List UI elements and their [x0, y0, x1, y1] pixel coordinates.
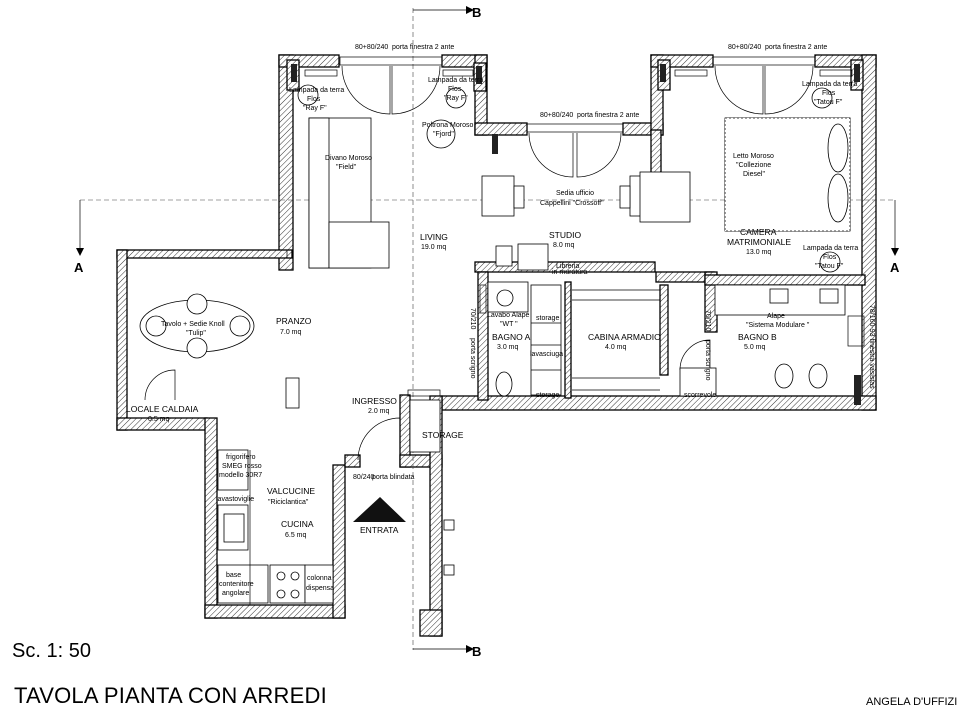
- scrigno-b: porta scrigno: [704, 340, 711, 381]
- storage-small-2: storage: [536, 392, 559, 399]
- lamp1-line2: Flos: [307, 96, 321, 103]
- frigo-line1: frigorifero: [226, 454, 256, 461]
- lavabo-line2: "WT ": [500, 321, 518, 328]
- section-a-left: A: [74, 260, 84, 275]
- cabina-area: 4.0 mq: [605, 344, 627, 351]
- storage-small-1: storage: [536, 315, 559, 322]
- lavastoviglie-label: lavastoviglie: [216, 496, 254, 503]
- lamp3-line3: "Tatou F": [814, 99, 843, 106]
- lamp4-line3: "Tatou F": [815, 263, 844, 270]
- letto-line1: Letto Moroso: [733, 153, 774, 160]
- cucina-name: CUCINA: [281, 519, 314, 529]
- lamp4-line2: Flos: [823, 254, 837, 261]
- ingresso-area: 2.0 mq: [368, 408, 390, 415]
- window-type-studio: porta finestra 2 ante: [577, 112, 639, 119]
- annotations: 80+80/240 porta finestra 2 ante 80+80/24…: [161, 44, 875, 597]
- cucina-area: 6.5 mq: [285, 532, 307, 539]
- alape-line2: "Sistema Modulare ": [746, 322, 810, 329]
- lamp1-line3: "Ray F": [303, 105, 327, 112]
- window-dim-living: 80+80/240: [355, 44, 388, 51]
- window-type-bedroom: porta finestra 2 ante: [765, 44, 827, 51]
- blindata-dim: 80/240: [353, 474, 375, 481]
- entrata-label: ENTRATA: [360, 525, 399, 535]
- room-labels: LIVING 19.0 mq STUDIO 8.0 mq CAMERA MATR…: [126, 227, 791, 539]
- libreria-line1: Libreria: [556, 263, 579, 270]
- poltrona-line1: Poltrona Moroso: [422, 122, 473, 129]
- lamp2-line2: Flos: [448, 86, 462, 93]
- studio-name: STUDIO: [549, 230, 582, 240]
- colonna-line2: dispensa: [306, 585, 334, 592]
- door-dim-a: 70/210: [469, 308, 476, 330]
- ingresso-name: INGRESSO: [352, 396, 397, 406]
- pranzo-name: PRANZO: [276, 316, 312, 326]
- lavasciuga-label: lavasciuga: [530, 351, 563, 358]
- scrigno-a: porta scrigno: [469, 338, 476, 379]
- section-b-bottom: B: [472, 644, 481, 659]
- bagno-a-name: BAGNO A: [492, 332, 531, 342]
- living-name: LIVING: [420, 232, 448, 242]
- letto-line2: "Collezione: [736, 162, 771, 169]
- drawing-title: TAVOLA PIANTA CON ARREDI: [14, 683, 327, 708]
- scorrevole-label: scorrevole: [684, 392, 716, 399]
- lamp1-line1: Lampada da terra: [289, 87, 344, 94]
- valcucine-line2: "Riciclantica": [268, 499, 309, 506]
- caldaia-area: 0.5 mq: [148, 416, 170, 423]
- cabina-name: CABINA ARMADIO: [588, 332, 661, 342]
- door-dim-b: 70/210: [704, 310, 711, 332]
- tavolo-line2: "Tulip": [186, 330, 206, 337]
- lamp2-line3: "Ray F": [444, 95, 468, 102]
- camera-name-1: CAMERA: [740, 227, 777, 237]
- columns: [285, 64, 861, 409]
- lamp2-line1: Lampada da terra: [428, 77, 483, 84]
- lavabo-line1: Lavabo Alape: [487, 312, 530, 319]
- alape-line1: Alape: [767, 313, 785, 320]
- blindata-label: porta blindata: [372, 474, 415, 481]
- base-line1: base: [226, 572, 241, 579]
- tavolo-line1: Tavolo + Sedie Knoll: [161, 321, 225, 328]
- finestra-vasistas: 78/160-93 finestra vasistas: [868, 305, 875, 389]
- sedia-line2: Cappellini "Crossoff": [540, 200, 604, 207]
- letto-line3: Diesel": [743, 171, 765, 178]
- section-lines: [76, 6, 899, 653]
- window-dim-bedroom: 80+80/240: [728, 44, 761, 51]
- lamp3-line1: Lampada da terra: [802, 81, 857, 88]
- divano-line2: "Field": [336, 164, 357, 171]
- sedia-line1: Sedia ufficio: [556, 190, 594, 197]
- author-name: ANGELA D'UFFIZI: [866, 696, 958, 708]
- bagno-a-area: 3.0 mq: [497, 344, 519, 351]
- furniture: [139, 84, 851, 605]
- bagno-b-name: BAGNO B: [738, 332, 777, 342]
- camera-area: 13.0 mq: [746, 249, 771, 256]
- camera-name-2: MATRIMONIALE: [727, 237, 791, 247]
- lamp4-line1: Lampada da terra: [803, 245, 858, 252]
- scale-label: Sc. 1: 50: [12, 640, 91, 662]
- caldaia-name: LOCALE CALDAIA: [126, 404, 199, 414]
- frigo-line2: SMEG rosso: [222, 463, 262, 470]
- base-line2: contenitore: [219, 581, 254, 588]
- frigo-line3: modello 30R7: [219, 472, 262, 479]
- living-area: 19.0 mq: [421, 244, 446, 251]
- base-line3: angolare: [222, 590, 249, 597]
- window-dim-studio: 80+80/240: [540, 112, 573, 119]
- window-type-living: porta finestra 2 ante: [392, 44, 454, 51]
- walls: [116, 54, 877, 637]
- window-doors: [126, 56, 865, 461]
- studio-area: 8.0 mq: [553, 242, 575, 249]
- bagno-b-area: 5.0 mq: [744, 344, 766, 351]
- poltrona-line2: "Fjord": [433, 131, 454, 138]
- colonna-line1: colonna: [307, 575, 332, 582]
- section-b-top: B: [472, 5, 481, 20]
- lamp3-line2: Flos: [822, 90, 836, 97]
- divano-line1: Divano Moroso: [325, 155, 372, 162]
- libreria-line2: in muratura: [552, 269, 588, 276]
- valcucine-line1: VALCUCINE: [267, 486, 315, 496]
- storage-name: STORAGE: [422, 430, 464, 440]
- pranzo-area: 7.0 mq: [280, 329, 302, 336]
- section-a-right: A: [890, 260, 900, 275]
